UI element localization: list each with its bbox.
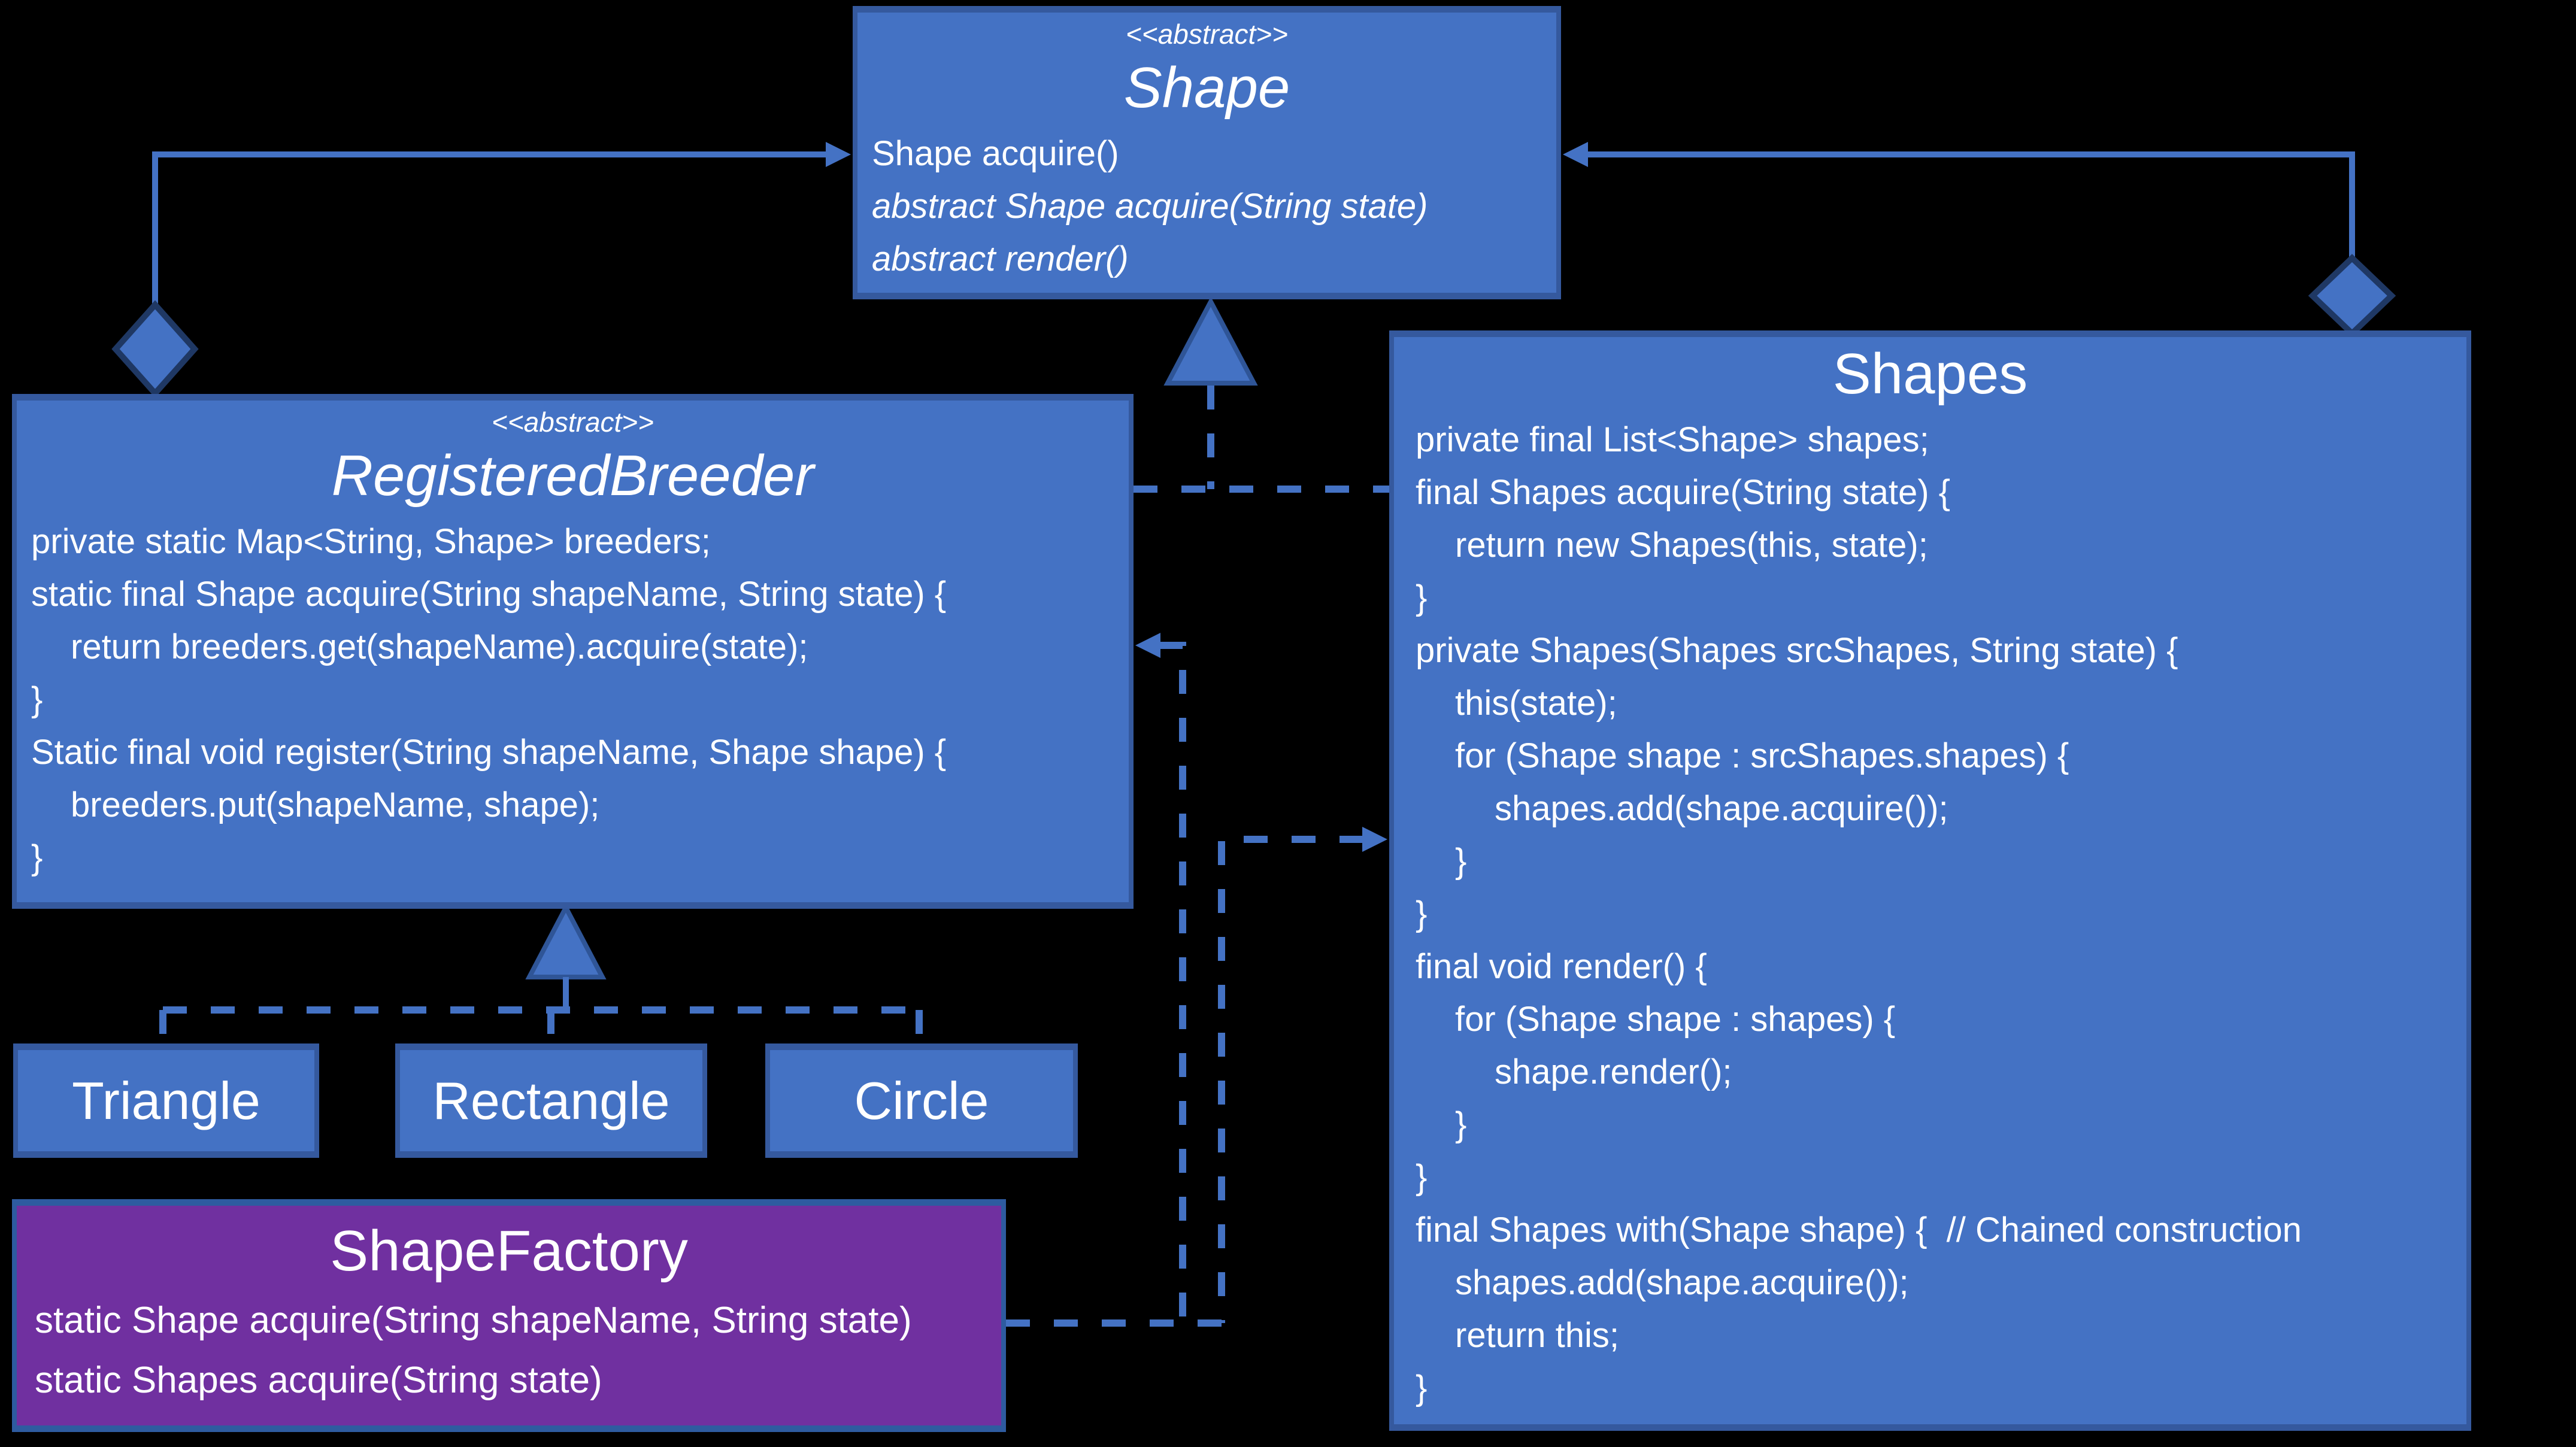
member-line: shapes.add(shape.acquire()); bbox=[1495, 789, 1948, 828]
member-line: return this; bbox=[1455, 1316, 1619, 1355]
class-box-triangle: Triangle bbox=[13, 1043, 319, 1158]
member-line: } bbox=[1416, 1369, 1428, 1407]
member-line: } bbox=[1416, 578, 1428, 617]
member-line: return breeders.get(shapeName).acquire(s… bbox=[71, 627, 808, 666]
class-title-shapefactory: ShapeFactory bbox=[330, 1219, 688, 1283]
member-line: Shape acquire() bbox=[872, 134, 1119, 173]
arrowhead-into-registeredbreeder bbox=[1135, 633, 1160, 658]
class-box-shapes: Shapes private final List<Shape> shapes;… bbox=[1389, 330, 2471, 1431]
member-line: private final List<Shape> shapes; bbox=[1416, 420, 1929, 459]
member-line: } bbox=[1455, 842, 1467, 881]
arrowhead-into-shape-right bbox=[1563, 142, 1588, 167]
member-line: static final Shape acquire(String shapeN… bbox=[31, 575, 947, 614]
class-title-rectangle: Rectangle bbox=[432, 1070, 670, 1130]
member-line: private static Map<String, Shape> breede… bbox=[31, 522, 711, 561]
generalization-triangle-shape bbox=[1163, 296, 1258, 386]
member-line: this(state); bbox=[1455, 684, 1617, 723]
member-line: static Shape acquire(String shapeName, S… bbox=[35, 1300, 912, 1341]
class-title-shapes: Shapes bbox=[1832, 342, 2028, 406]
dependency-dashed-to-registeredbreeder bbox=[1159, 642, 1186, 1323]
class-box-rectangle: Rectangle bbox=[395, 1043, 707, 1158]
stereotype-label: <<abstract>> bbox=[1125, 19, 1289, 50]
member-line: final Shapes with(Shape shape) { // Chai… bbox=[1416, 1211, 2302, 1249]
class-title-circle: Circle bbox=[854, 1070, 989, 1130]
member-line: } bbox=[1416, 1158, 1428, 1197]
member-line: shapes.add(shape.acquire()); bbox=[1455, 1263, 1909, 1302]
member-line: } bbox=[1455, 1105, 1467, 1144]
member-line: } bbox=[1416, 894, 1428, 933]
dependency-dashed-to-shapes bbox=[1218, 836, 1363, 1323]
class-title-shape: Shape bbox=[1123, 56, 1290, 120]
member-line: final Shapes acquire(String state) { bbox=[1416, 473, 1951, 512]
member-line: shape.render(); bbox=[1495, 1052, 1732, 1091]
member-list: Shape acquire() abstract Shape acquire(S… bbox=[857, 125, 1556, 286]
class-box-shape: <<abstract>> Shape Shape acquire() abstr… bbox=[853, 6, 1561, 299]
arrowhead-into-shapes bbox=[1362, 827, 1387, 852]
member-line: Static final void register(String shapeN… bbox=[31, 733, 947, 772]
arrowhead-into-shape-left bbox=[826, 142, 851, 167]
member-line: abstract render() bbox=[872, 239, 1129, 278]
class-title-registeredbreeder: RegisteredBreeder bbox=[331, 444, 814, 508]
aggregation-diamond-shapes bbox=[2308, 254, 2396, 338]
member-line: } bbox=[31, 680, 43, 719]
member-line: static Shapes acquire(String state) bbox=[35, 1360, 602, 1401]
member-line: for (Shape shape : srcShapes.shapes) { bbox=[1455, 736, 2069, 775]
member-line: private Shapes(Shapes srcShapes, String … bbox=[1416, 631, 2178, 670]
association-line-right bbox=[1587, 151, 2355, 259]
member-line: return new Shapes(this, state); bbox=[1455, 526, 1928, 565]
member-list: private final List<Shape> shapes; final … bbox=[1394, 411, 2466, 1415]
member-line: final void render() { bbox=[1416, 947, 1707, 986]
class-title-triangle: Triangle bbox=[72, 1070, 260, 1130]
aggregation-diamond-registeredbreeder bbox=[111, 300, 199, 398]
generalization-triangle-registeredbreeder bbox=[525, 902, 607, 979]
member-line: breeders.put(shapeName, shape); bbox=[71, 785, 600, 824]
class-box-shapefactory: ShapeFactory static Shape acquire(String… bbox=[12, 1199, 1006, 1432]
class-box-circle: Circle bbox=[765, 1043, 1078, 1158]
member-line: } bbox=[31, 838, 43, 877]
association-line-left bbox=[152, 151, 827, 305]
member-line: for (Shape shape : shapes) { bbox=[1455, 1000, 1896, 1039]
member-line: abstract Shape acquire(String state) bbox=[872, 187, 1428, 226]
stereotype-label: <<abstract>> bbox=[491, 407, 654, 438]
class-box-registeredbreeder: <<abstract>> RegisteredBreeder private s… bbox=[12, 394, 1134, 909]
member-list: static Shape acquire(String shapeName, S… bbox=[17, 1288, 1001, 1410]
member-list: private static Map<String, Shape> breede… bbox=[17, 513, 1129, 884]
